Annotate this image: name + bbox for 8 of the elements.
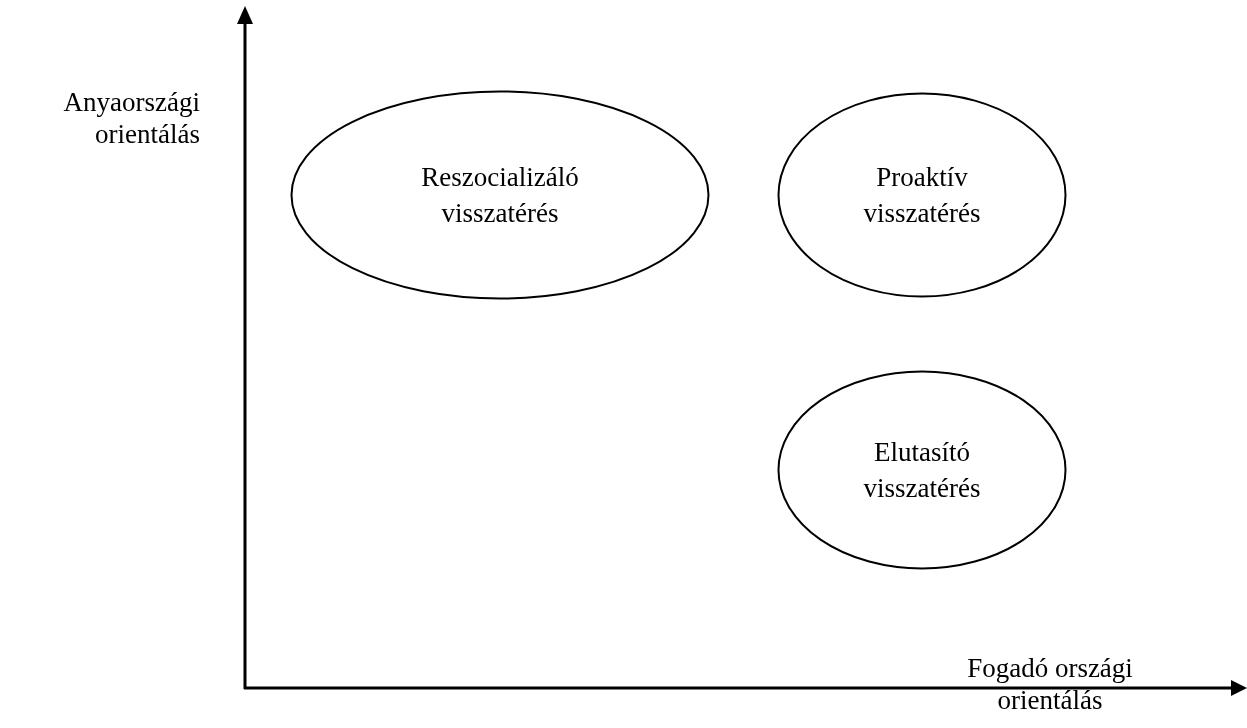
node-label: Reszocializáló visszatérés bbox=[420, 161, 580, 230]
node-label: Elutasító visszatérés bbox=[862, 436, 982, 505]
axis-label: Anyaországi orientálás bbox=[62, 86, 200, 150]
ellipse-node bbox=[290, 90, 710, 300]
node-label: Proaktív visszatérés bbox=[862, 161, 982, 230]
axis-label: Fogadó országi orientálás bbox=[966, 652, 1134, 716]
ellipse-node bbox=[777, 370, 1067, 570]
ellipse-node bbox=[777, 92, 1067, 298]
